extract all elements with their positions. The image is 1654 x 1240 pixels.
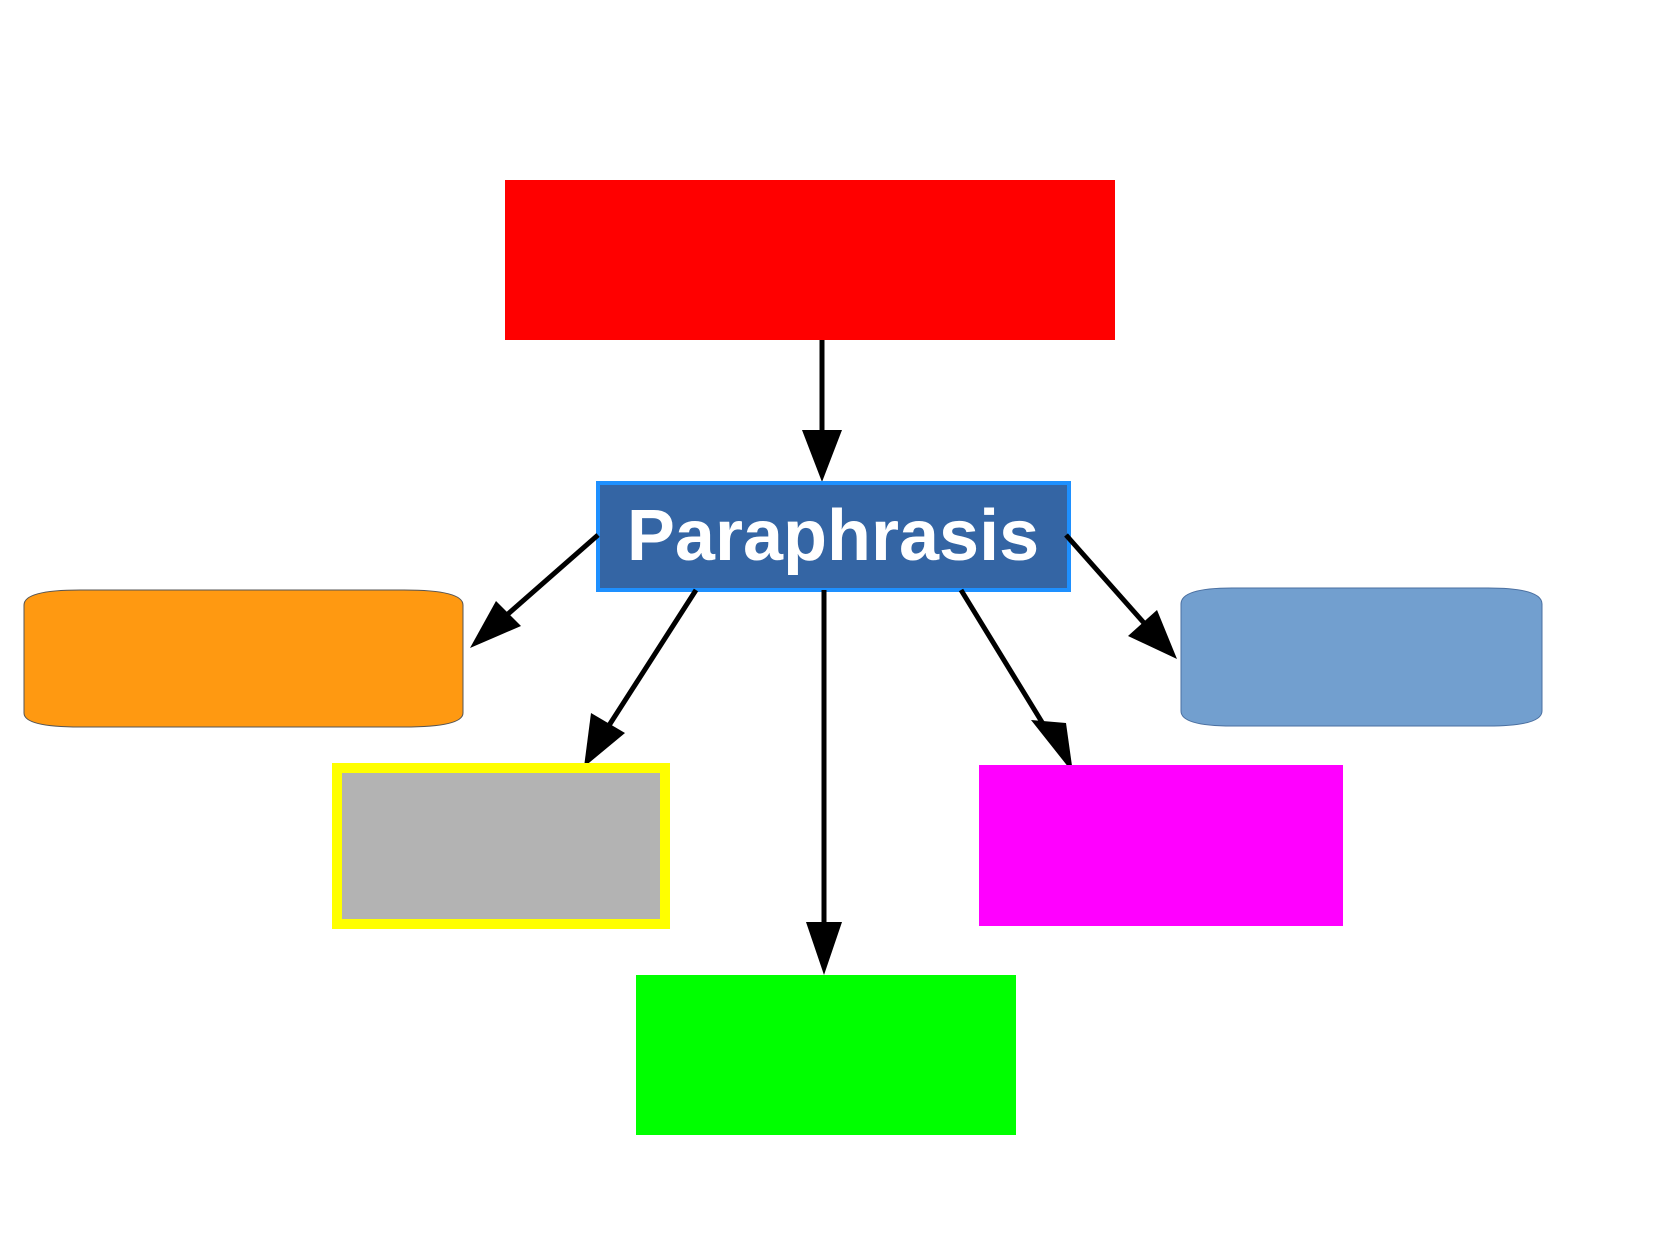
left-rounded-box[interactable] xyxy=(23,589,464,728)
right-rounded-box[interactable] xyxy=(1180,587,1543,727)
top-box[interactable] xyxy=(505,180,1115,340)
arrow-center-to-right xyxy=(1064,533,1177,659)
arrow-top-to-center xyxy=(802,340,842,482)
arrow-center-to-left xyxy=(470,533,600,648)
arrow-center-to-gray xyxy=(584,588,699,767)
magenta-box[interactable] xyxy=(979,765,1343,926)
green-box[interactable] xyxy=(636,975,1016,1135)
center-node[interactable]: Paraphrasis xyxy=(596,481,1071,592)
arrow-center-to-green xyxy=(806,590,842,975)
center-label: Paraphrasis xyxy=(627,496,1039,576)
arrow-center-to-magenta xyxy=(958,588,1073,773)
gray-box[interactable] xyxy=(332,763,670,929)
